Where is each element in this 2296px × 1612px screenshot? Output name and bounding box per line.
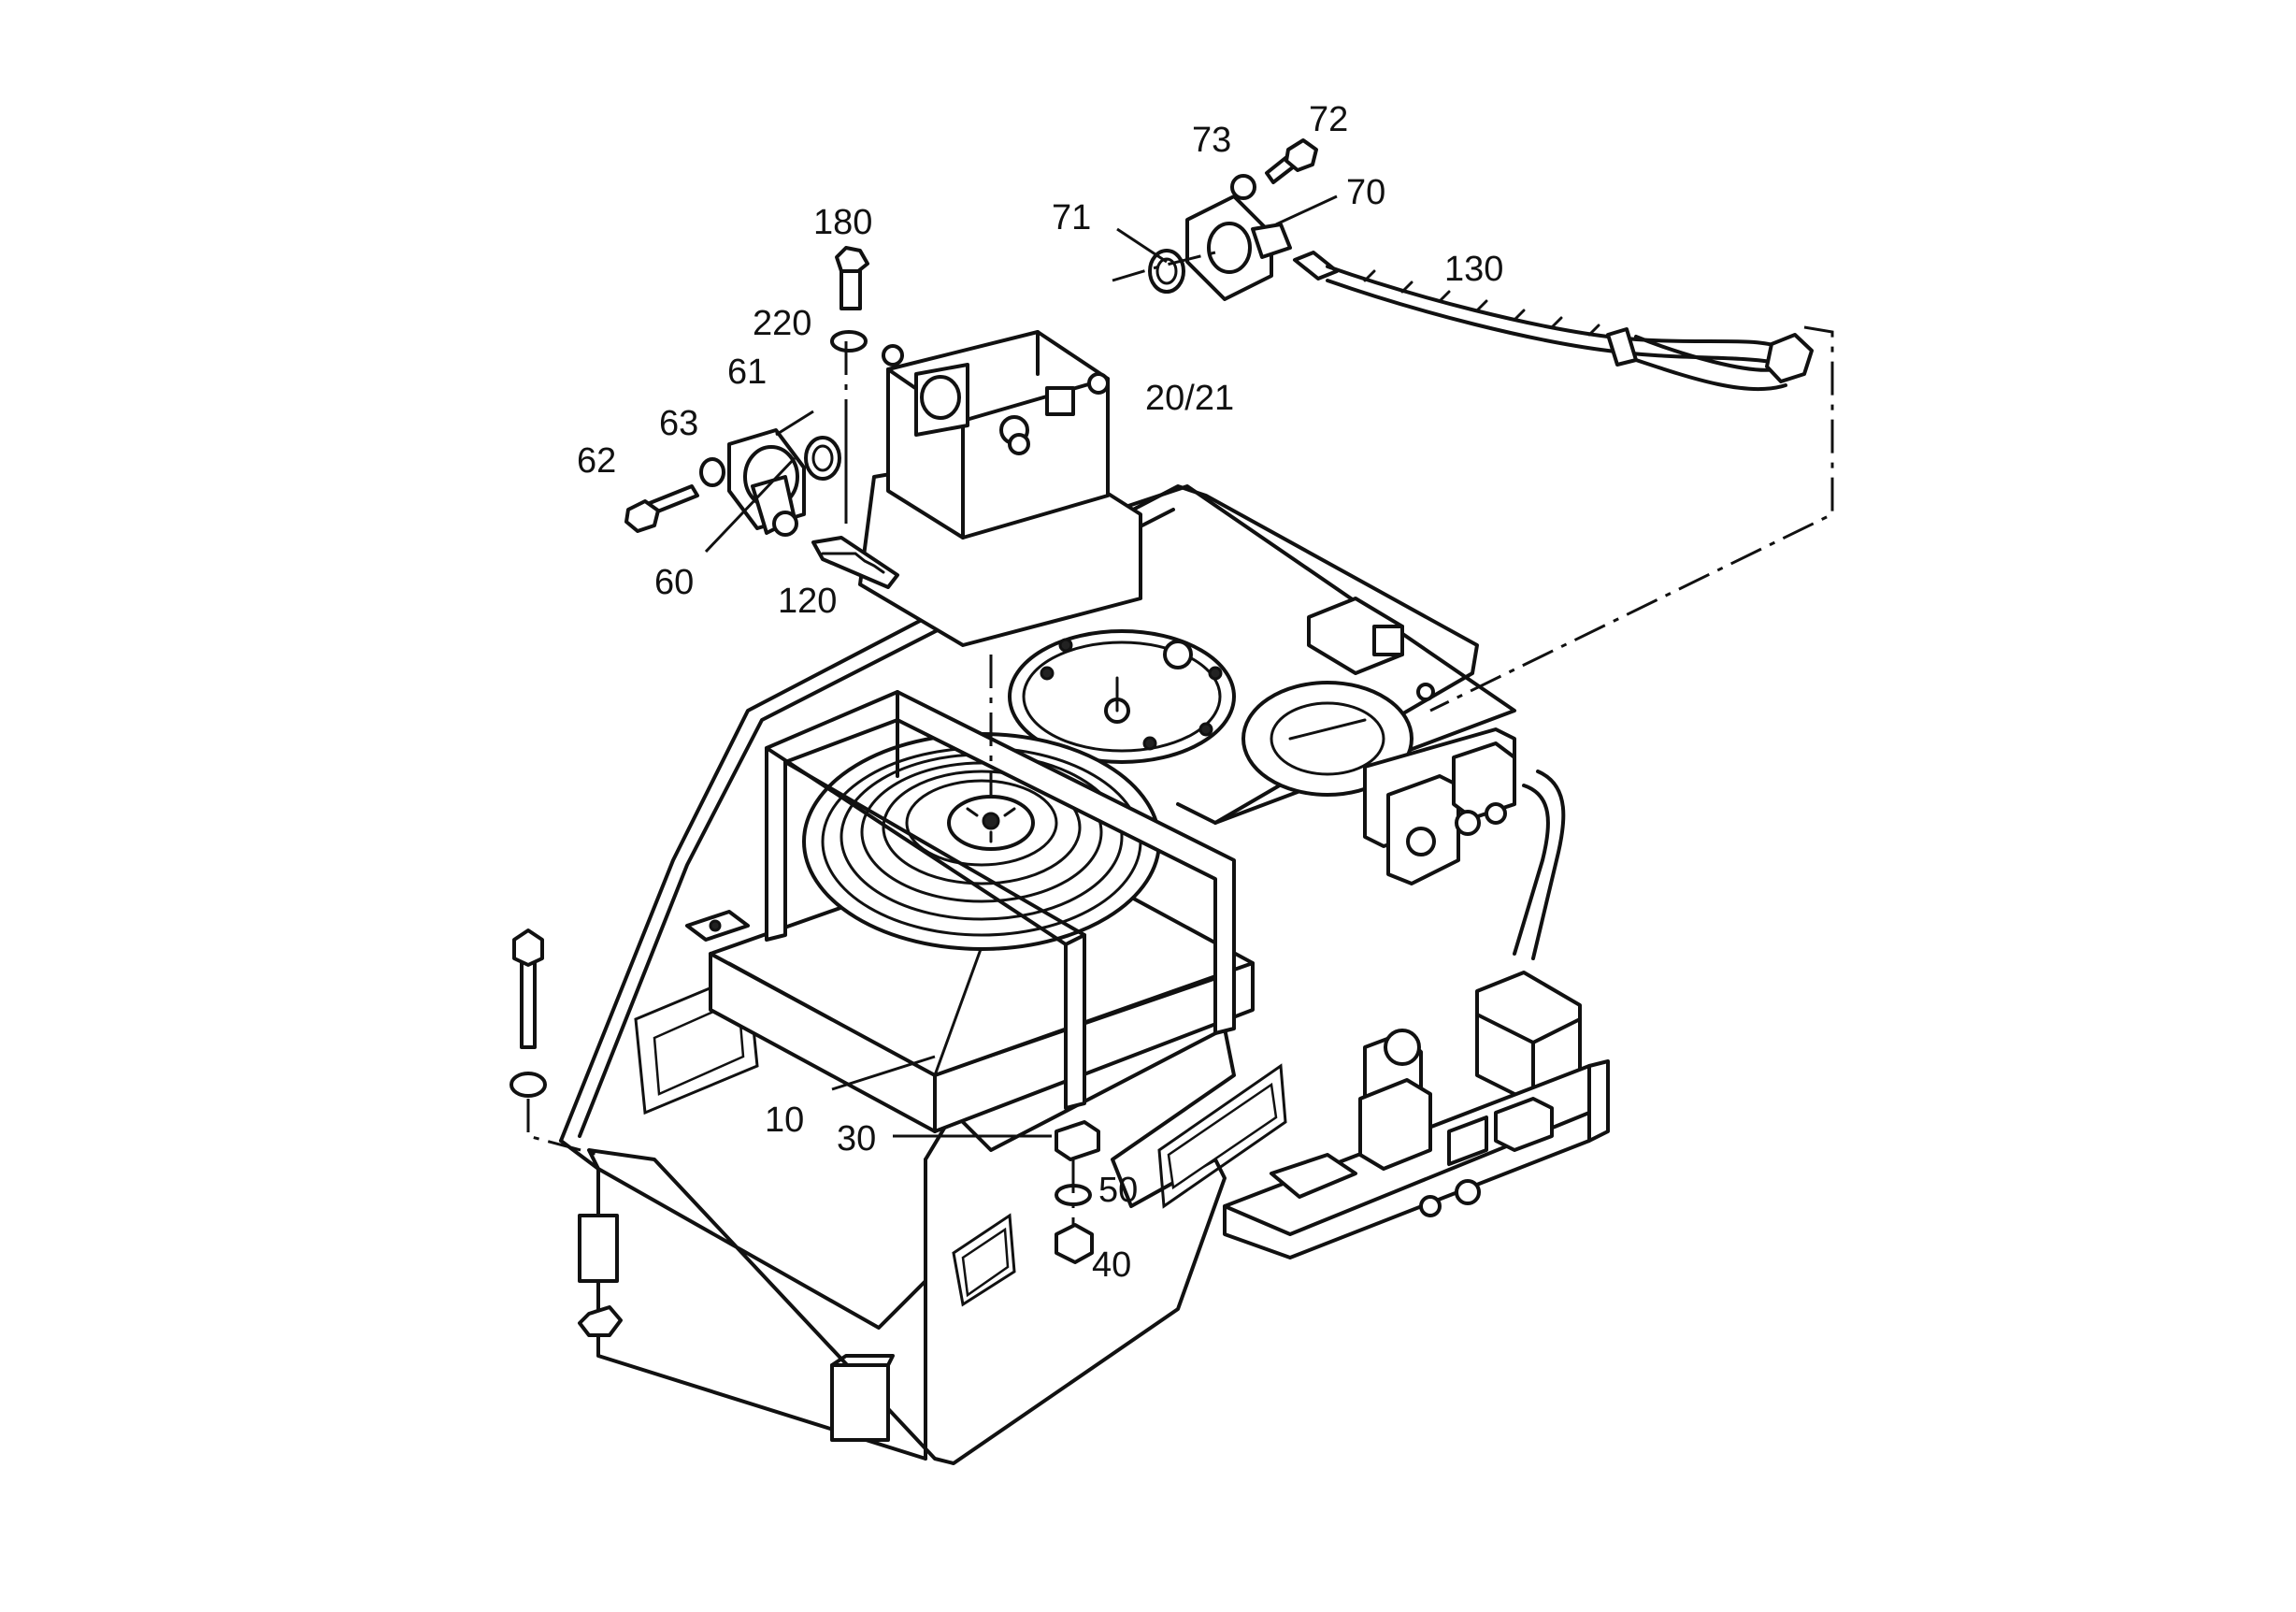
mounting-bolts <box>509 246 1100 1264</box>
callout-labels: 180 220 61 63 62 60 120 20/21 71 73 72 7… <box>577 100 1503 1285</box>
grille-lower <box>952 1213 1016 1307</box>
hydraulic-hose <box>1293 251 1814 392</box>
assembly-centerlines <box>526 251 1834 1225</box>
callout-70: 70 <box>1346 173 1385 212</box>
grille-right <box>1157 1063 1287 1209</box>
callout-40: 40 <box>1092 1245 1131 1285</box>
callout-30: 30 <box>837 1119 876 1159</box>
callout-130: 130 <box>1444 250 1503 289</box>
callout-72: 72 <box>1309 100 1348 139</box>
callout-61: 61 <box>727 353 767 392</box>
callout-180: 180 <box>813 203 872 242</box>
callout-50: 50 <box>1098 1171 1138 1210</box>
callout-60: 60 <box>654 563 694 602</box>
callout-73: 73 <box>1192 121 1231 160</box>
valve-block <box>1223 727 1610 1259</box>
flange-fitting-left <box>624 428 899 589</box>
callout-62: 62 <box>577 441 616 481</box>
callout-71: 71 <box>1052 198 1091 237</box>
callout-220: 220 <box>753 304 811 343</box>
callout-120: 120 <box>778 582 837 621</box>
flange-fitting-right <box>1148 138 1318 301</box>
top-plate <box>877 484 1516 825</box>
leader-lines <box>704 194 1338 1138</box>
callout-63: 63 <box>659 404 698 443</box>
pump-housing <box>858 330 1142 647</box>
fan-assembly <box>685 690 1255 1133</box>
callout-20-21: 20/21 <box>1145 379 1234 418</box>
callout-10: 10 <box>765 1101 804 1140</box>
